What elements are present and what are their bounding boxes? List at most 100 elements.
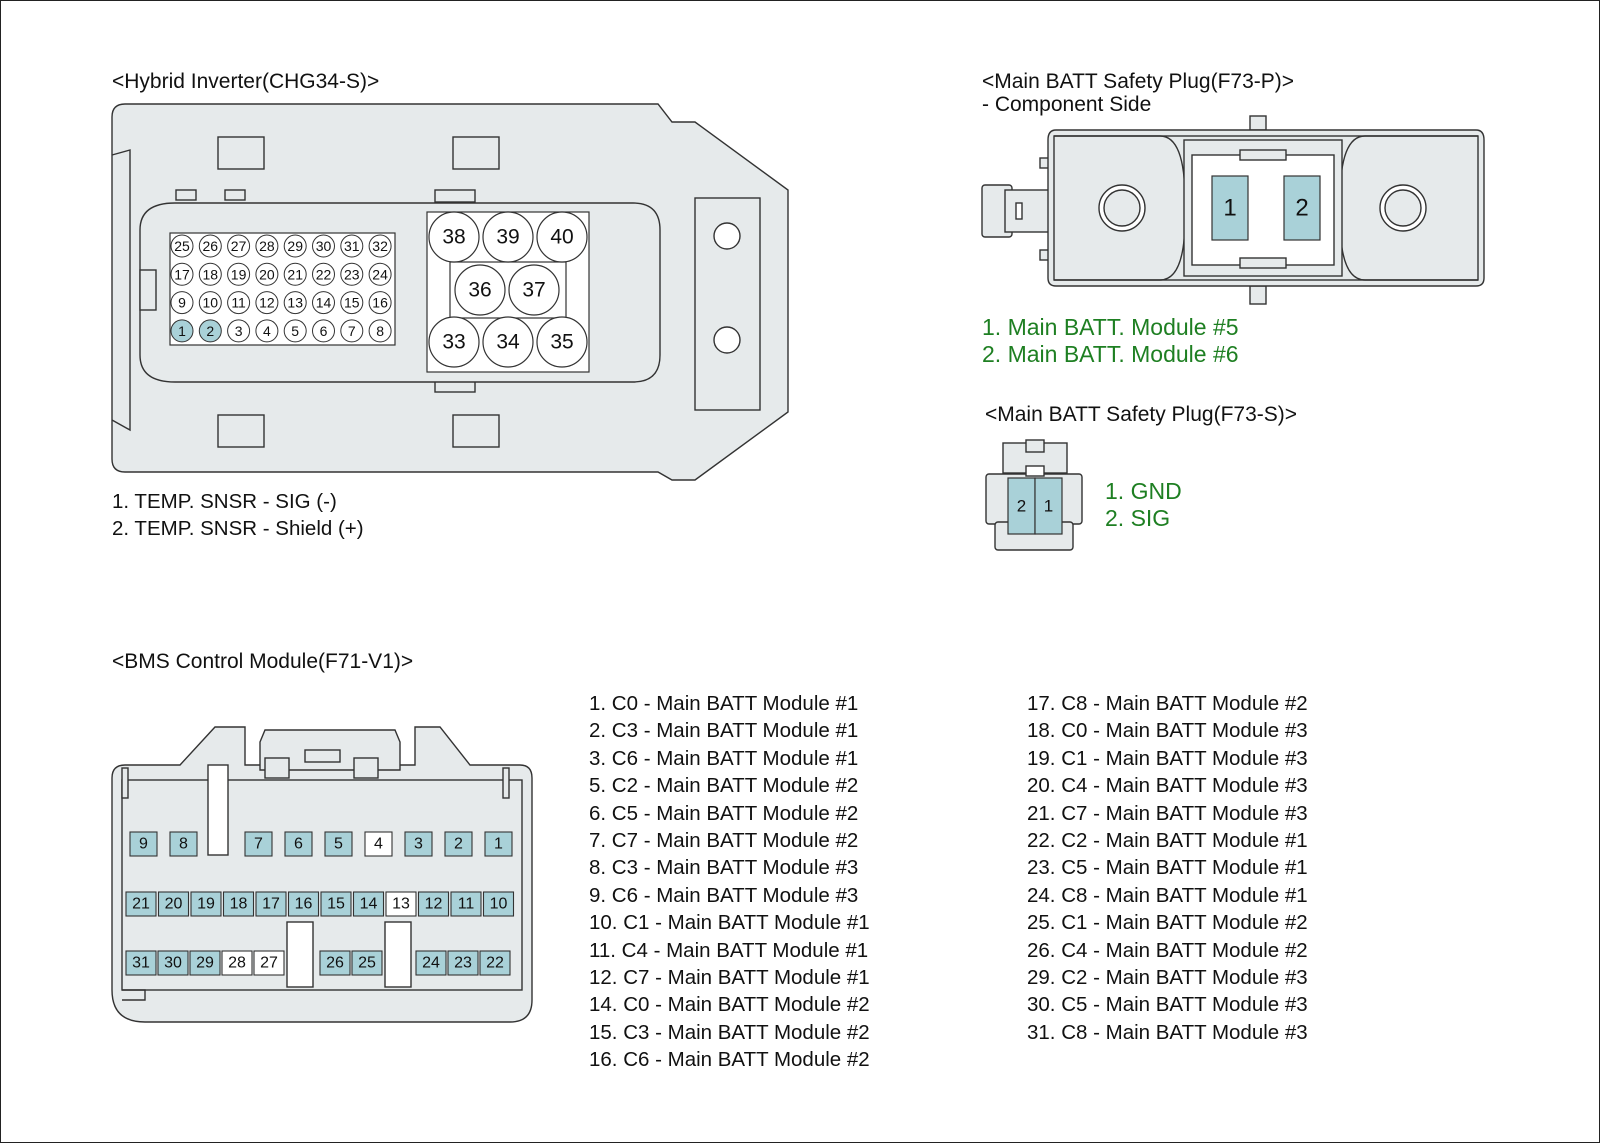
inverter-pin	[283, 262, 307, 286]
inverter-pin-label: 21	[287, 266, 303, 282]
bms-legend-item: 6. C5 - Main BATT Module #2	[589, 801, 859, 825]
bms-legend-item: 15. C3 - Main BATT Module #2	[589, 1020, 870, 1044]
inverter-pin-label: 3	[235, 323, 243, 339]
inverter-pin	[198, 234, 222, 258]
inverter-large-pin	[428, 211, 480, 263]
inverter-pin	[340, 234, 364, 258]
inverter-pin	[368, 234, 392, 258]
bms-pin-label: 14	[360, 896, 378, 913]
inverter-pin	[170, 291, 194, 315]
safety-plug-s-legend: 1. GND 2. SIG	[1105, 477, 1182, 532]
inverter-pin-label: 11	[231, 295, 246, 311]
bms-legend-item: 29. C2 - Main BATT Module #3	[1027, 965, 1308, 989]
bms-pin	[157, 891, 190, 917]
inverter-legend-item: 2. TEMP. SNSR - Shield (+)	[112, 517, 364, 541]
inverter-pin	[198, 319, 222, 343]
inverter-pin	[283, 291, 307, 315]
inverter-pin	[227, 291, 251, 315]
inverter-pin-label: 12	[259, 295, 275, 311]
inverter-pin	[340, 319, 364, 343]
bms-pin-label: 7	[254, 836, 263, 853]
bms-pin-label: 22	[486, 955, 504, 972]
bms-pin	[385, 891, 417, 917]
bms-pin-label: 27	[260, 955, 278, 972]
inverter-pin-label: 6	[320, 323, 328, 339]
inverter-pin-label: 7	[348, 323, 356, 339]
inverter-legend: 1. TEMP. SNSR - SIG (-) 2. TEMP. SNSR - …	[112, 488, 364, 543]
inverter-pin-label: 26	[203, 238, 219, 254]
inverter-pin	[312, 291, 335, 315]
inverter-pin	[368, 291, 392, 315]
inverter-pin-label: 28	[259, 238, 275, 254]
safety-plug-s-title: <Main BATT Safety Plug(F73-S)>	[985, 403, 1298, 426]
inverter-pin-label: 24	[372, 266, 388, 282]
bms-pin-label: 26	[326, 955, 344, 972]
bms-pin-label: 1	[494, 836, 503, 853]
bms-pin	[415, 950, 447, 976]
bms-pin-label: 21	[132, 896, 150, 913]
safety-plug-p-pin-label: 1	[1223, 195, 1236, 222]
bms-pin	[244, 831, 273, 857]
bms-pin-label: 17	[262, 896, 280, 913]
bms-pin-label: 23	[454, 955, 472, 972]
safety-plug-s-pin-label: 2	[1017, 497, 1026, 516]
bms-pin	[284, 831, 313, 857]
bms-pin	[404, 831, 433, 857]
inverter-pin-label: 13	[287, 295, 303, 311]
inverter-pin	[198, 291, 222, 315]
bms-legend-item: 25. C1 - Main BATT Module #2	[1027, 911, 1308, 935]
inverter-pin-label: 32	[372, 238, 388, 254]
inverter-pin-label: 10	[203, 295, 219, 311]
bms-legend-item: 9. C6 - Main BATT Module #3	[589, 883, 859, 907]
bms-legend-item: 26. C4 - Main BATT Module #2	[1027, 938, 1308, 962]
inverter-pin-label: 5	[291, 323, 299, 339]
inverter-title: <Hybrid Inverter(CHG34-S)>	[112, 70, 380, 93]
inverter-large-pin	[428, 316, 480, 368]
inverter-pin-label: 27	[231, 238, 247, 254]
inverter-large-pin	[508, 264, 560, 316]
bms-legend-item: 16. C6 - Main BATT Module #2	[589, 1048, 870, 1072]
inverter-pin-label: 9	[178, 295, 186, 311]
inverter-pin	[340, 262, 364, 286]
bms-pin	[169, 831, 198, 857]
bms-pin	[447, 950, 479, 976]
inverter-pin-label: 22	[316, 266, 332, 282]
bms-legend-item: 11. C4 - Main BATT Module #1	[589, 938, 869, 962]
bms-pin-label: 16	[295, 896, 313, 913]
inverter-large-pin-label: 33	[442, 331, 465, 354]
inverter-pin-label: 4	[263, 323, 271, 339]
inverter-large-pin-label: 39	[496, 226, 519, 249]
inverter-pin	[312, 319, 335, 343]
bms-pin	[157, 950, 189, 976]
bms-pin	[352, 891, 385, 917]
bms-pin	[320, 891, 352, 917]
bms-pin	[221, 950, 253, 976]
inverter-pin-label: 31	[344, 238, 360, 254]
inverter-pin	[255, 234, 279, 258]
inverter-pin-label: 8	[376, 323, 384, 339]
bms-pin-label: 24	[422, 955, 440, 972]
safety-plug-s-pin	[1034, 477, 1063, 535]
bms-pin	[444, 831, 473, 857]
inverter-pin-label: 15	[344, 295, 360, 311]
bms-pin-label: 4	[374, 836, 383, 853]
safety-plug-p-pin	[1283, 175, 1321, 241]
inverter-pin	[227, 262, 251, 286]
inverter-pin-label: 30	[316, 238, 332, 254]
bms-legend-item: 12. C7 - Main BATT Module #1	[589, 965, 870, 989]
inverter-pin-label: 18	[203, 266, 219, 282]
safety-plug-p-legend-item: 1. Main BATT. Module #5	[982, 314, 1239, 340]
inverter-large-pin-label: 36	[468, 279, 491, 302]
bms-pin-label: 30	[164, 955, 182, 972]
bms-pin-label: 13	[392, 896, 410, 913]
bms-pin-label: 28	[228, 955, 246, 972]
inverter-pin	[312, 234, 335, 258]
inverter-pin-label: 14	[316, 295, 332, 311]
bms-legend-item: 1. C0 - Main BATT Module #1	[589, 692, 859, 715]
bms-legend-item: 22. C2 - Main BATT Module #1	[1027, 828, 1308, 852]
bms-legend-item: 30. C5 - Main BATT Module #3	[1027, 993, 1308, 1017]
inverter-pin-label: 29	[287, 238, 303, 254]
